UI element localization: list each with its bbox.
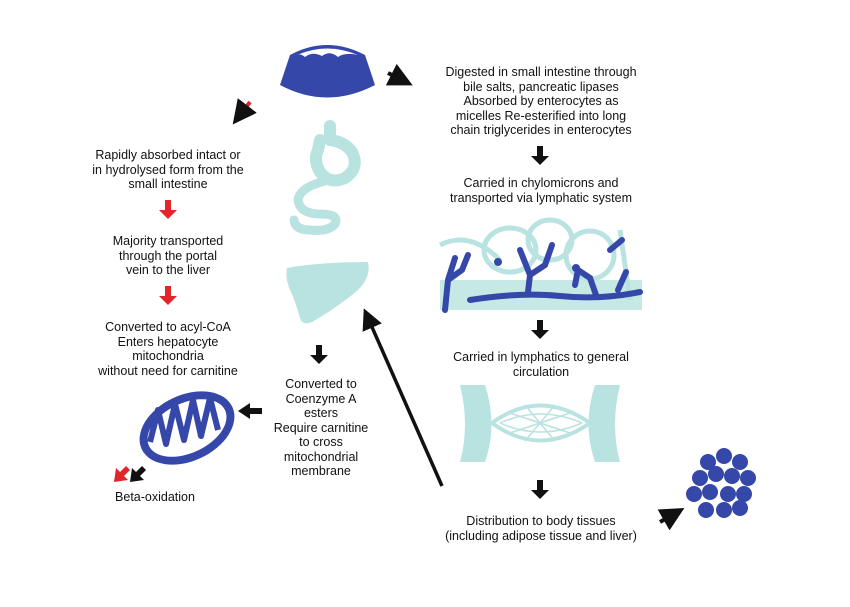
stomach-intestine-icon xyxy=(289,120,361,235)
arrow-up-to-liver xyxy=(362,308,444,487)
left-step3-text: Converted to acyl-CoA Enters hepatocyte … xyxy=(98,320,238,378)
left-step1-text: Rapidly absorbed intact or in hydrolysed… xyxy=(92,148,244,191)
lymphatic-network-icon xyxy=(438,217,643,313)
right-step1-text: Digested in small intestine through bile… xyxy=(445,65,637,137)
mitochondrion-icon xyxy=(139,391,235,465)
arrow-left-1 xyxy=(159,200,177,219)
arrow-left-2 xyxy=(159,286,177,305)
fat-cells-icon xyxy=(686,448,756,518)
cheese-icon xyxy=(280,45,375,98)
arrow-right-2 xyxy=(531,320,549,339)
beta-oxidation-label: Beta-oxidation xyxy=(115,490,195,504)
middle-step1-text: Converted to Coenzyme A esters Require c… xyxy=(273,377,369,478)
arrow-to-mitochondrion xyxy=(238,403,262,419)
arrow-right-3 xyxy=(531,480,549,499)
arrow-cheese-to-left xyxy=(232,98,257,125)
arrow-mitochondrion-red xyxy=(114,466,130,482)
liver-icon xyxy=(286,262,369,324)
arrow-middle-down xyxy=(310,345,328,364)
arrow-mitochondrion-black xyxy=(130,466,146,482)
arrow-cheese-to-right xyxy=(385,63,413,86)
right-step3-text: Carried in lymphatics to general circula… xyxy=(453,350,629,379)
arrow-right-1 xyxy=(531,146,549,165)
right-step4-text: Distribution to body tissues (including … xyxy=(445,514,637,543)
right-step2-text: Carried in chylomicrons and transported … xyxy=(449,176,632,205)
left-step2-text: Majority transported through the portal … xyxy=(112,234,224,277)
arrow-to-fat-cells xyxy=(657,508,685,531)
blood-vessel-icon xyxy=(460,385,620,462)
